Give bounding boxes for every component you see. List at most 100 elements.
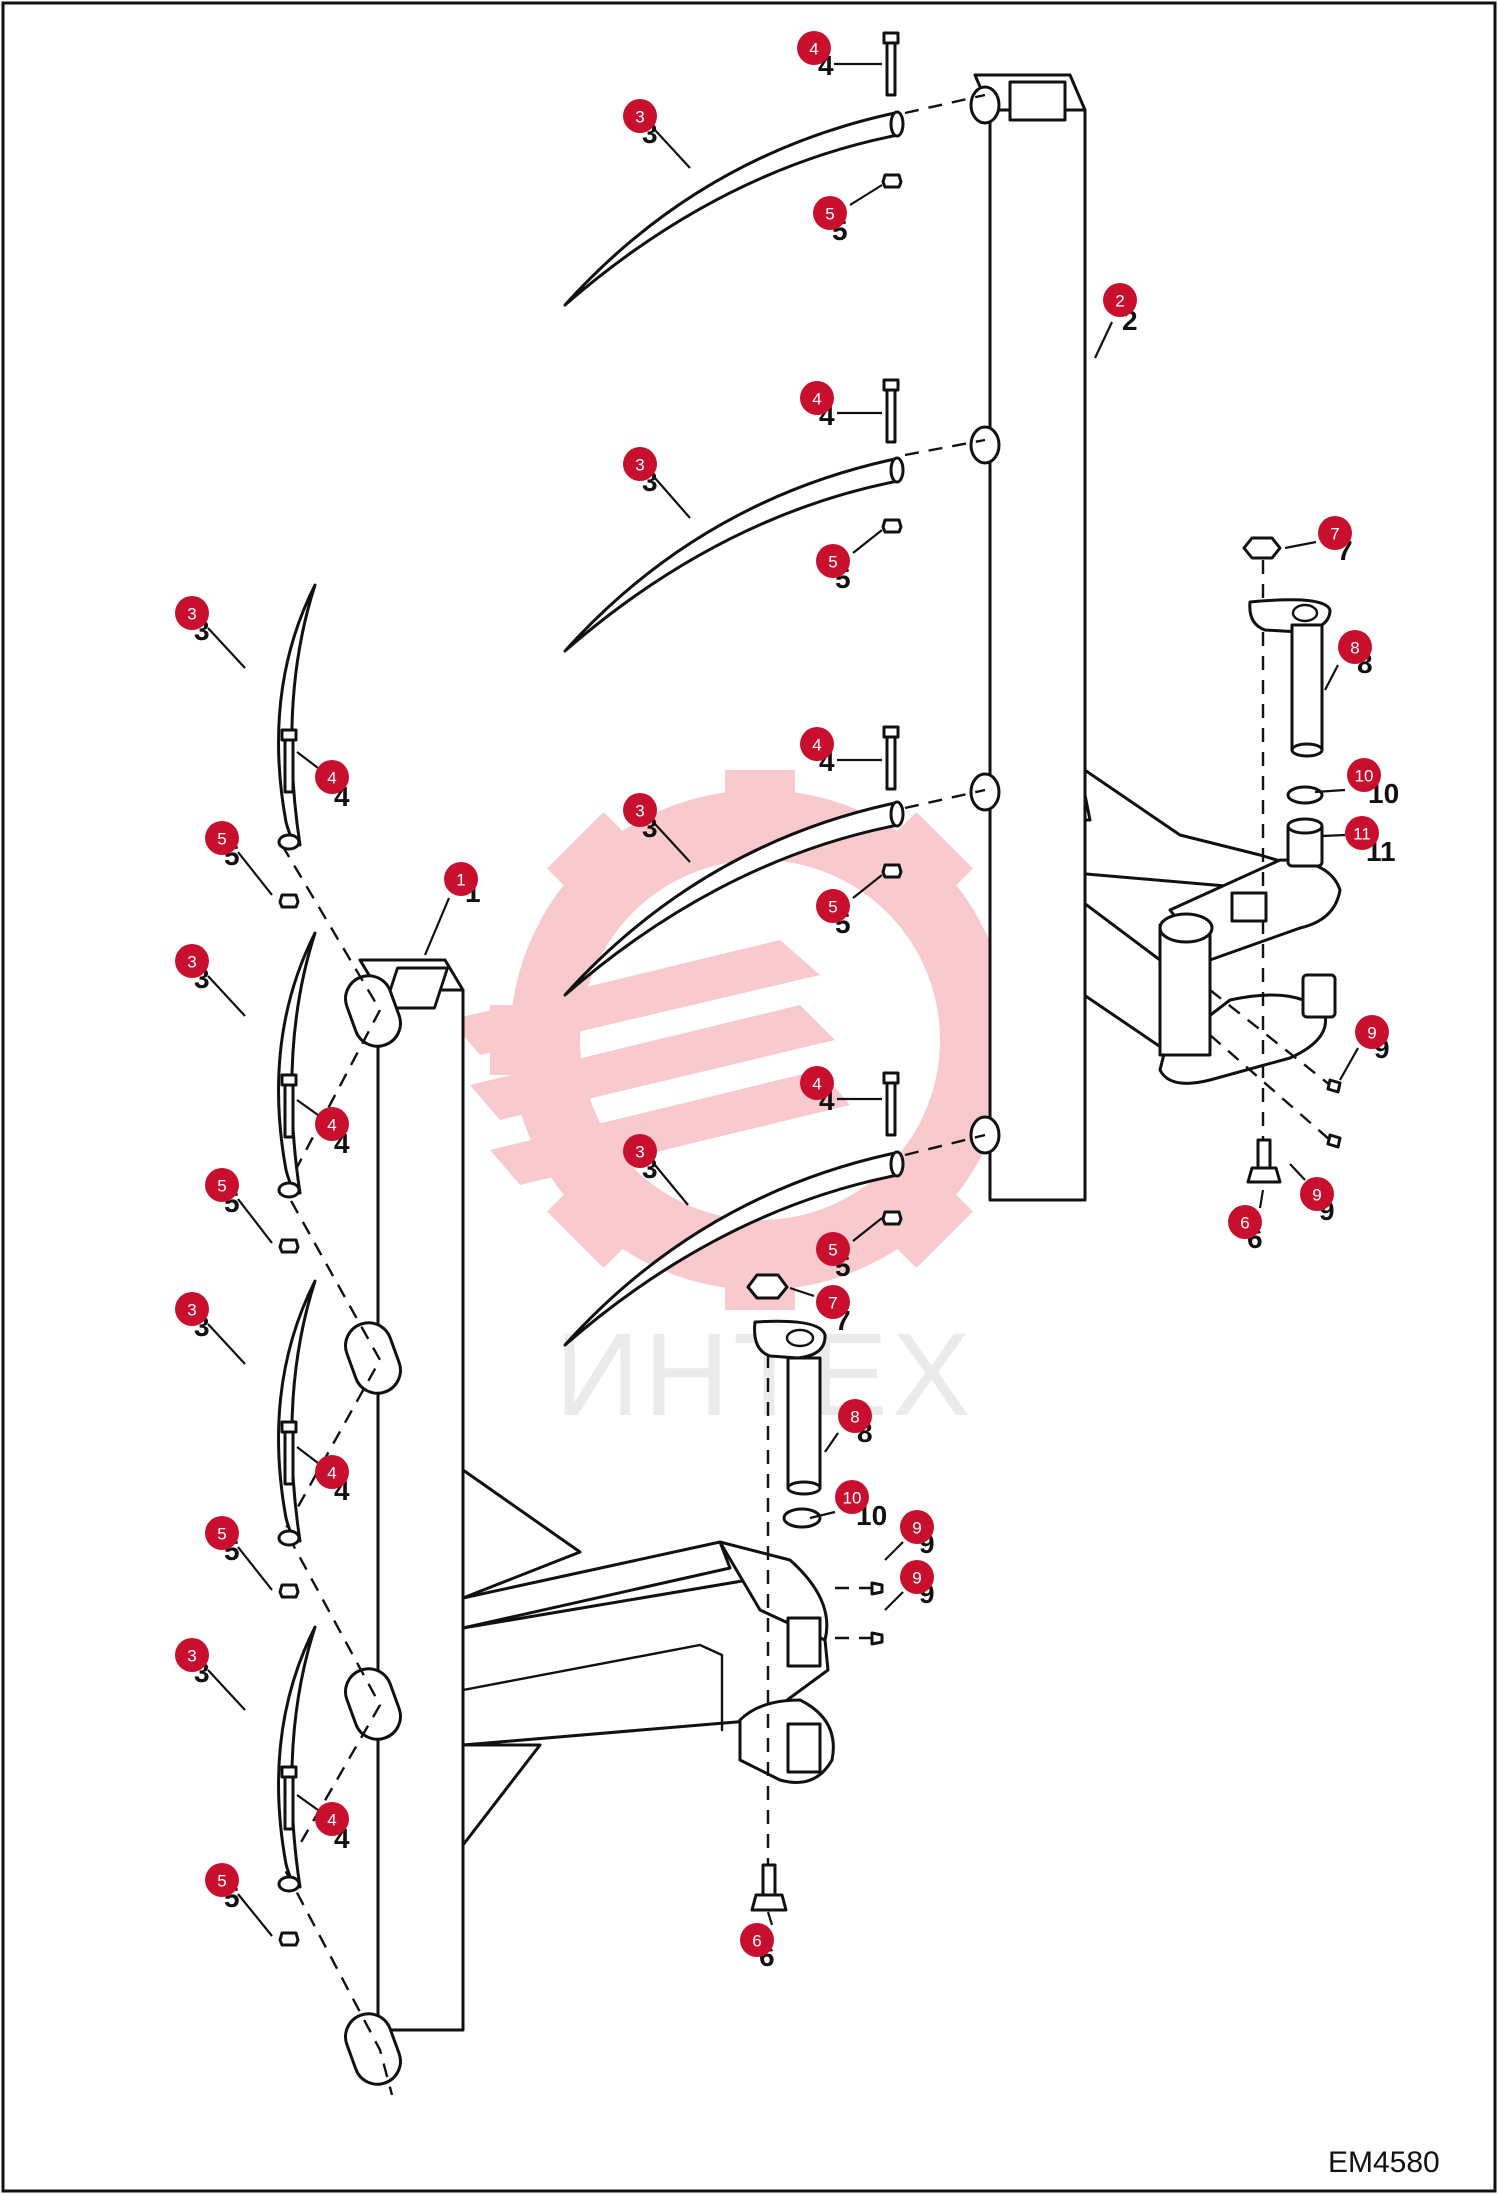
left-tine-sockets [344, 974, 402, 2086]
center-bushing [786, 1616, 822, 1668]
callout-badge-icon [1300, 1177, 1334, 1211]
callout-number: 3 [187, 1647, 196, 1666]
callout-number: 2 [1115, 292, 1124, 311]
bolt-icon [280, 1765, 298, 1831]
callout-number: 5 [825, 205, 834, 224]
callout-number: 9 [912, 1569, 921, 1588]
callout-badge-icon [1228, 1205, 1262, 1239]
callout-leader [237, 1198, 273, 1244]
right-pin-plate-hole [1291, 603, 1319, 623]
left-upright-top-opening [382, 966, 450, 1010]
callout-leader [1284, 540, 1317, 550]
center-grease-fittings [835, 1581, 884, 1646]
right-hinge-plate-bottom [1158, 993, 1328, 1085]
callout-4: 44 [296, 1794, 350, 1854]
callout-badge-icon [1338, 630, 1372, 664]
bolt-icon [882, 1071, 900, 1137]
right-tine-eye [889, 456, 905, 484]
callout-number: 9 [912, 1519, 921, 1538]
right-bushing-top [1286, 817, 1324, 835]
callout-9: 99 [1339, 1015, 1390, 1081]
callout-badge-icon [315, 760, 349, 794]
part-callouts: 1122333333333333333344444444444444445555… [175, 31, 1399, 1972]
watermark-speed-bars-icon [450, 940, 850, 1185]
callout-6: 66 [740, 1911, 775, 1972]
bolt-icon [882, 725, 900, 791]
callout-4: 44 [296, 1446, 350, 1506]
callout-number: 3 [187, 1301, 196, 1320]
center-pin-plate-hole [785, 1328, 815, 1348]
callout-3: 33 [175, 596, 246, 669]
callout-badge-icon [1345, 816, 1379, 850]
nut-icon [278, 1238, 300, 1254]
callout-3: 33 [623, 99, 691, 169]
callout-3: 33 [623, 793, 691, 863]
callout-badge-icon [623, 99, 657, 133]
right-pivot-pin-end [1290, 742, 1324, 758]
left-tine-eye [277, 1529, 301, 1547]
callout-leader [654, 1164, 689, 1206]
callout-number: 3 [635, 456, 644, 475]
callout-number: 5 [217, 1872, 226, 1891]
right-grease-block [1230, 891, 1268, 923]
center-bottom-bolt-head [750, 1893, 788, 1912]
callout-number: 4 [327, 1811, 336, 1830]
center-lock-nut [746, 1273, 789, 1300]
callout-leader [296, 1794, 319, 1811]
callout-number: 4 [327, 769, 336, 788]
callout-4: 44 [797, 31, 882, 81]
callout-leader [766, 1911, 774, 1926]
callout-badge-icon [623, 793, 657, 827]
callout-number: 5 [217, 1525, 226, 1544]
callout-leader [237, 1546, 273, 1591]
center-pivot-hardware [746, 1273, 884, 1912]
nut-icon [278, 1583, 300, 1599]
callout-leader [1339, 1047, 1359, 1081]
callout-number: 5 [828, 898, 837, 917]
center-pivot-pin-end [786, 1480, 822, 1496]
callout-number: 10 [843, 1489, 862, 1508]
right-pivot-pin [1290, 623, 1324, 752]
callout-badge-icon [623, 447, 657, 481]
callout-3: 33 [623, 1134, 689, 1206]
callout-number: 4 [812, 736, 821, 755]
callout-number: 3 [187, 953, 196, 972]
callout-badge-icon [800, 727, 834, 761]
callout-badge-icon [315, 1455, 349, 1489]
callout-number: 9 [1367, 1024, 1376, 1043]
callout-number: 4 [812, 390, 821, 409]
callout-5: 55 [816, 529, 883, 594]
callout-leader [237, 1893, 273, 1937]
callout-number: 7 [1330, 525, 1339, 544]
callout-badge-icon [315, 1107, 349, 1141]
callout-number: 4 [809, 40, 818, 59]
callout-badge-icon [835, 1480, 869, 1514]
callout-5: 55 [813, 184, 883, 246]
callout-number: 3 [635, 802, 644, 821]
right-lower-bushing [1301, 973, 1337, 1019]
callout-number: 4 [327, 1464, 336, 1483]
right-tine-alignment-lines [904, 93, 986, 1157]
callout-5: 55 [816, 1217, 883, 1282]
callout-1: 11 [423, 862, 481, 956]
left-tine-eye [277, 1181, 301, 1199]
right-lock-nut [1242, 536, 1282, 560]
callout-number: 3 [635, 108, 644, 127]
callout-badge-icon [740, 1923, 774, 1957]
left-arm-edge [461, 1643, 724, 1732]
callout-number: 5 [217, 1177, 226, 1196]
right-hinge-pad [1158, 923, 1212, 1057]
callout-number: 4 [327, 1116, 336, 1135]
callout-badge-icon [444, 862, 478, 896]
callout-leader [207, 627, 246, 669]
callout-3: 33 [175, 944, 246, 1017]
right-upright-top-opening [1008, 80, 1067, 122]
callout-leader [789, 1286, 815, 1298]
center-pin-plate [753, 1319, 827, 1360]
drawing-code: EM4580 [1328, 2146, 1440, 2179]
callout-9: 99 [1289, 1163, 1335, 1226]
callout-badge-icon [205, 1863, 239, 1897]
callout-number: 5 [828, 1241, 837, 1260]
